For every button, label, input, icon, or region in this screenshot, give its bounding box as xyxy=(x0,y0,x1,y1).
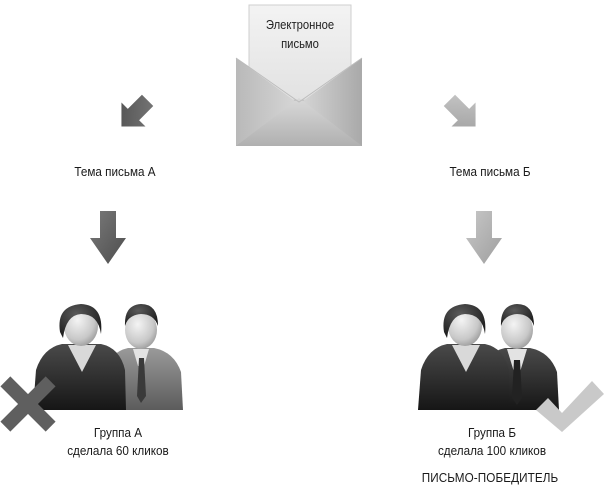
winner-label: ПИСЬМО-ПОБЕДИТЕЛЬ xyxy=(421,470,559,485)
arrow-down-icon-b xyxy=(466,211,502,264)
arrow-down-left-icon xyxy=(121,94,154,127)
arrow-down-icon-a xyxy=(90,211,126,264)
envelope-icon xyxy=(235,4,363,146)
envelope-label-line1: Электронное xyxy=(265,18,335,32)
envelope-label: Электронное письмо xyxy=(254,16,346,54)
checkmark-icon xyxy=(536,381,604,432)
group-b-name: Группа Б xyxy=(467,425,517,440)
cross-icon xyxy=(0,376,56,432)
group-a-result: сделала 60 кликов xyxy=(67,443,169,458)
arrow-down-right-icon xyxy=(443,94,476,127)
subject-label-b: Тема письма Б xyxy=(449,164,531,179)
group-a-label: Группа А сделала 60 кликов xyxy=(46,424,190,460)
people-group-a-icon xyxy=(33,304,183,410)
group-b-result: сделала 100 кликов xyxy=(437,443,547,458)
subject-label-a: Тема письма А xyxy=(74,164,156,179)
people-group-b-icon xyxy=(418,304,559,410)
group-a-name: Группа А xyxy=(93,425,143,440)
group-b-label: Группа Б сделала 100 кликов xyxy=(420,424,564,460)
envelope-label-line2: письмо xyxy=(281,37,319,51)
